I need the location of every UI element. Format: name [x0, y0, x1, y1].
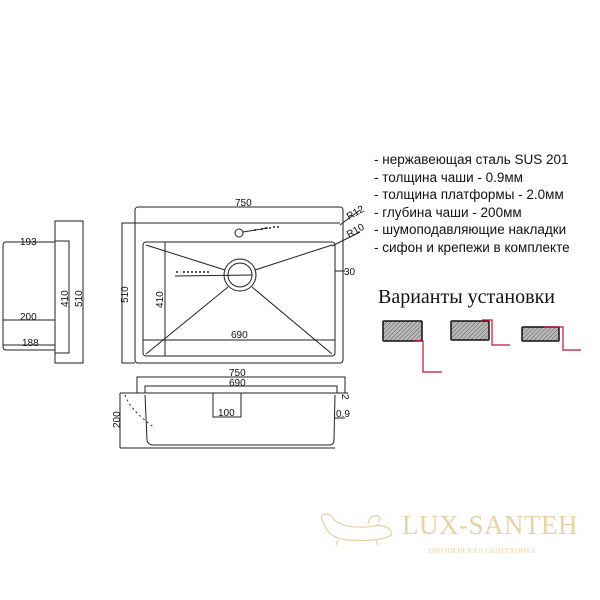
spec-item: - толщина платформы - 2.0мм	[374, 186, 570, 204]
faucet-hole	[235, 229, 243, 237]
install-variant-overmount	[522, 327, 581, 350]
side-dim-510: 510	[74, 290, 85, 307]
spec-item: - толщина чаши - 0.9мм	[374, 169, 570, 187]
top-dim-510: 510	[120, 286, 131, 303]
spec-item: - глубина чаши - 200мм	[374, 204, 570, 222]
install-variant-flush	[451, 320, 510, 345]
spec-item: - нержавеющая сталь SUS 201	[374, 151, 570, 169]
side-dim-193: 193	[20, 237, 37, 248]
side-view: 193 200 188 410 510	[3, 221, 85, 363]
front-dim-200: 200	[112, 411, 123, 428]
front-dim-0.9: 0.9	[336, 409, 350, 420]
front-view: 750 690 2 100 0.9 200	[112, 368, 350, 448]
top-dim-750: 750	[235, 198, 252, 209]
top-dim-r10: R10	[345, 222, 367, 241]
bathtub-logo-icon	[318, 508, 398, 548]
side-dim-188: 188	[22, 338, 39, 349]
logo-name: LUX-SANTEH	[402, 510, 578, 541]
install-variant-undermount	[383, 321, 442, 372]
spec-item: - шумоподавляющие накладки	[374, 221, 570, 239]
top-view: 750 R12 R10 30 510 410 690	[120, 198, 367, 363]
top-dim-30: 30	[344, 267, 356, 278]
front-dim-690: 690	[229, 378, 246, 389]
logo-tagline: ЕВРОПЕЙСКАЯ САНТЕХНИКА	[428, 546, 536, 555]
top-dim-690: 690	[231, 330, 248, 341]
spec-item: - сифон и крепежи в комплекте	[374, 239, 570, 257]
top-dim-410: 410	[155, 291, 166, 308]
spec-list: - нержавеющая сталь SUS 201 - толщина ча…	[374, 151, 570, 256]
side-dim-410: 410	[60, 290, 71, 307]
side-dim-200: 200	[20, 312, 37, 323]
variants-title: Варианты установки	[378, 286, 555, 309]
front-dim-100: 100	[218, 408, 235, 419]
front-dim-2: 2	[339, 394, 350, 400]
top-dim-r12: R12	[345, 204, 367, 223]
